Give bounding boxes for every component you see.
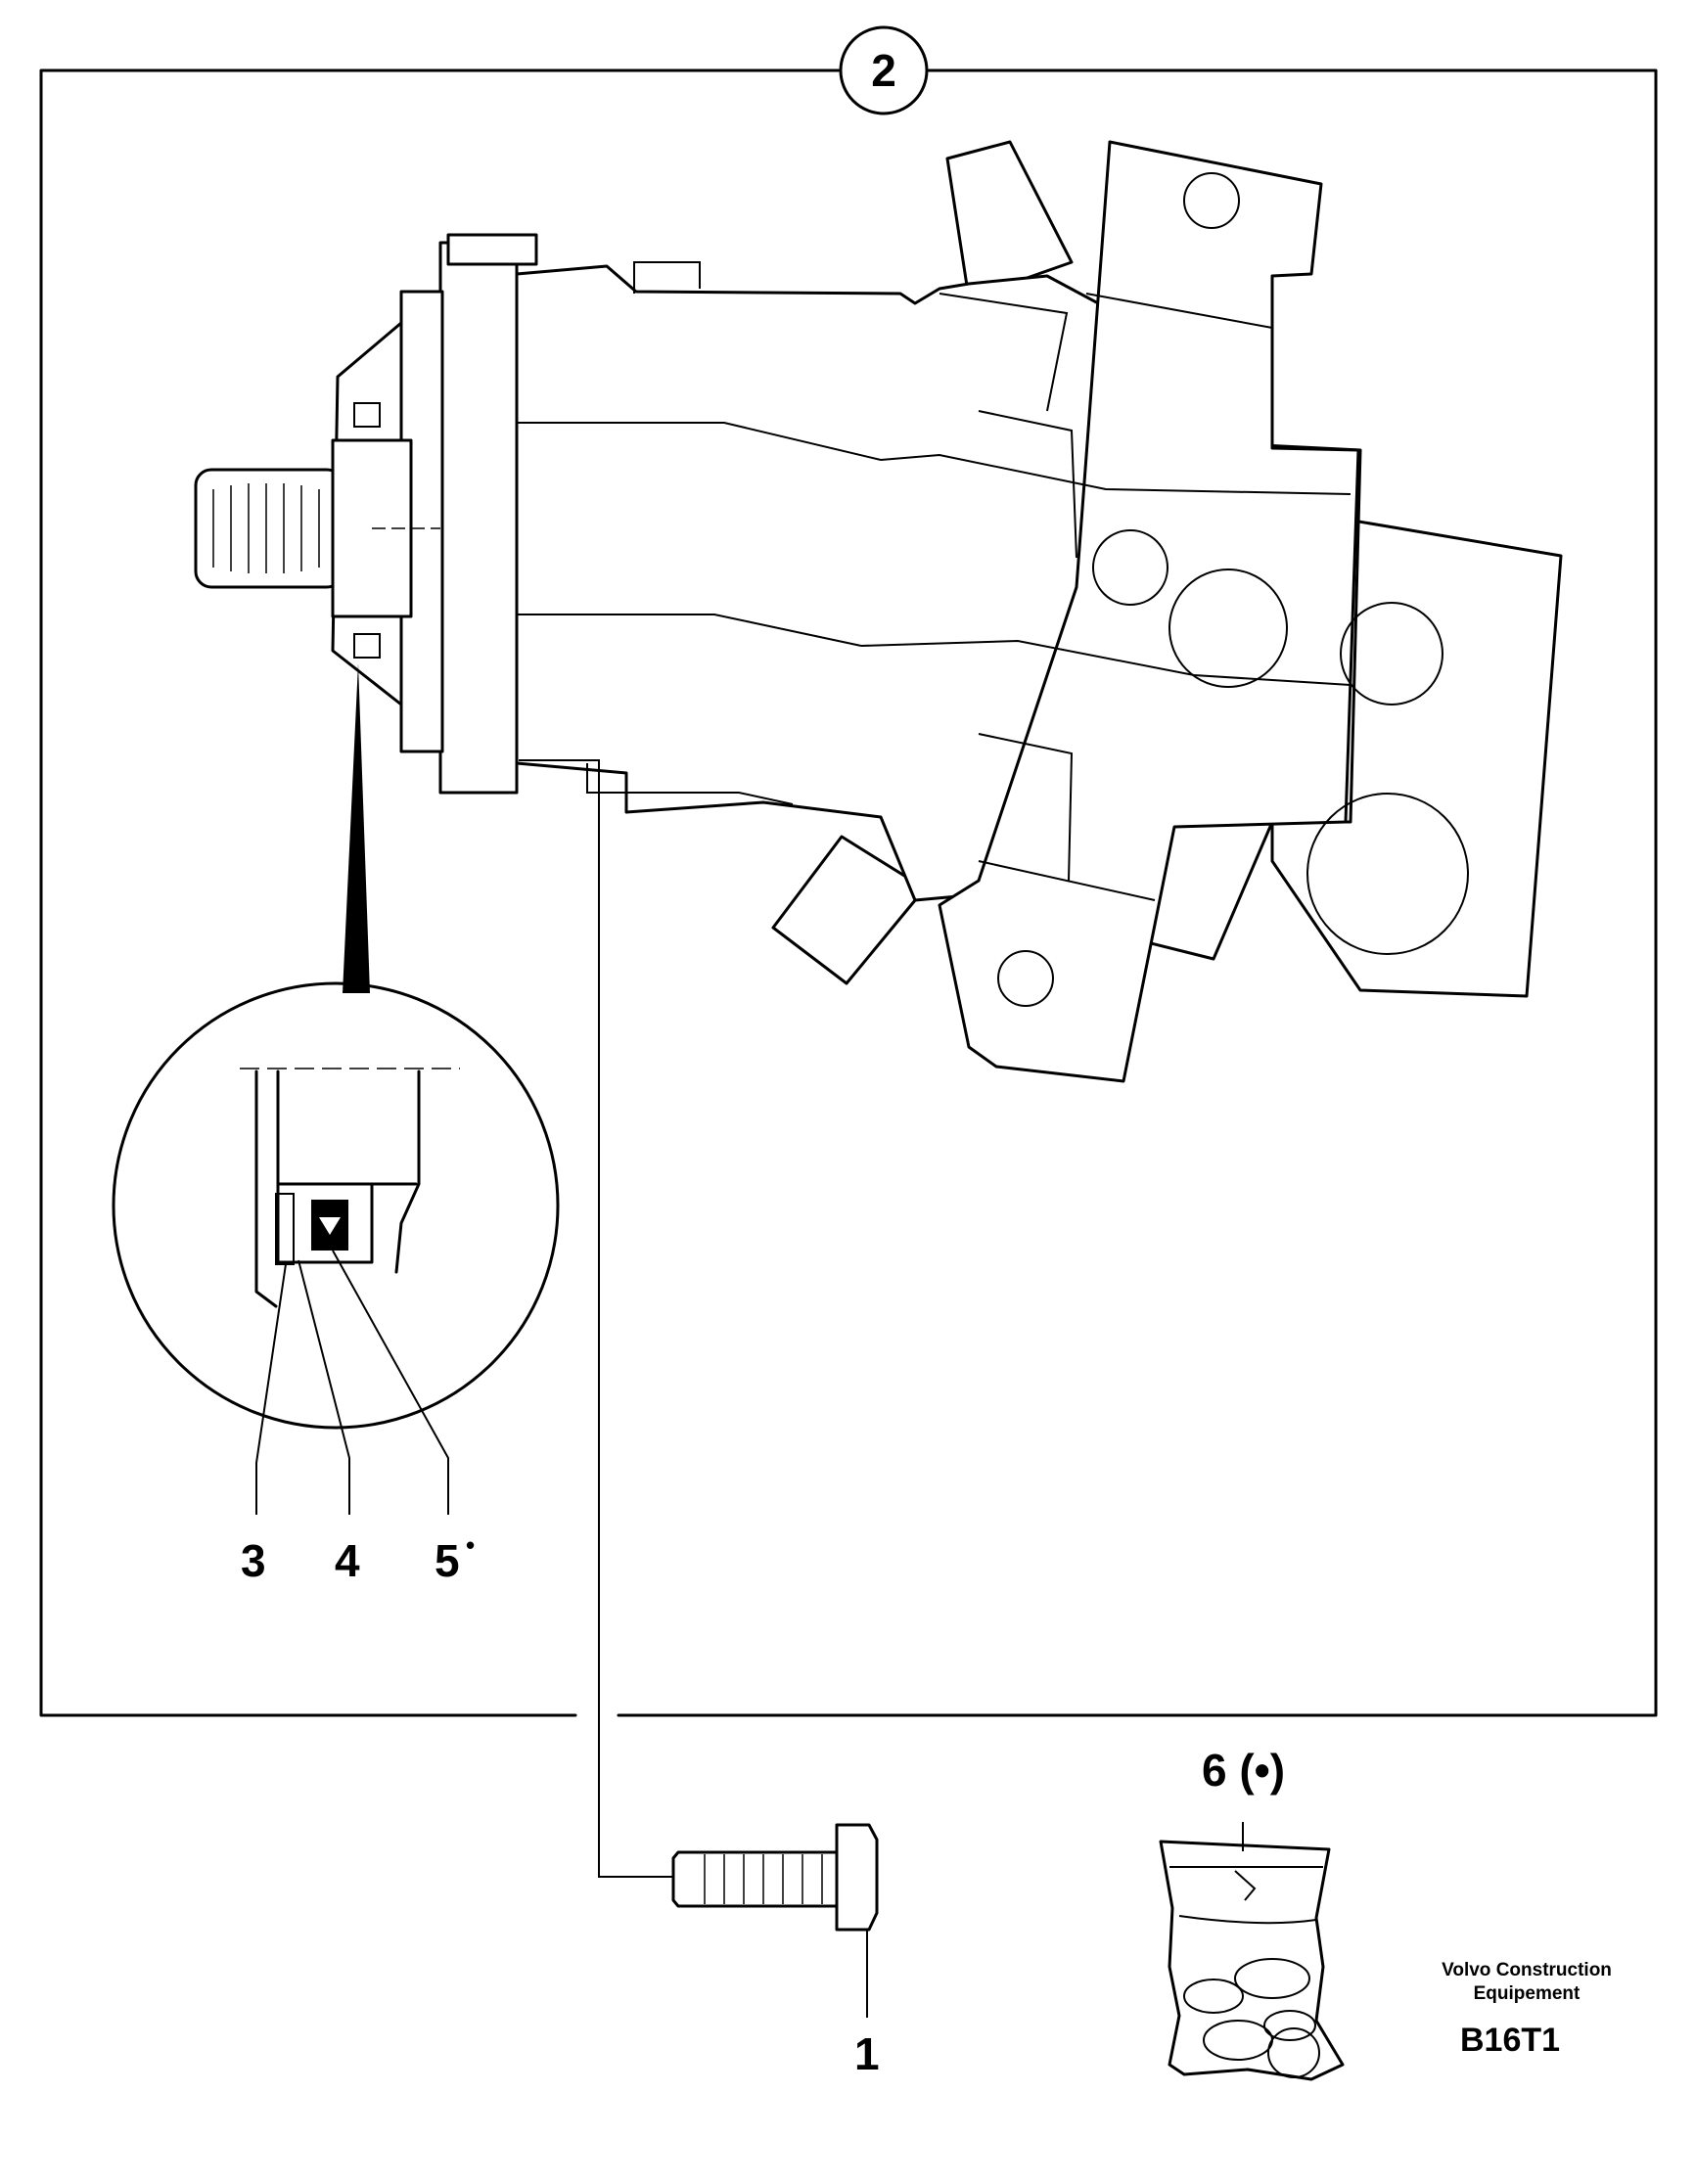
callout-3: 3 <box>241 1535 266 1586</box>
seal-detail-magnifier <box>112 981 560 1515</box>
callout-4: 4 <box>335 1535 360 1586</box>
publisher-credit: Volvo Construction Equipement <box>1419 1959 1634 2006</box>
hydraulic-motor-drawing <box>194 140 1563 1083</box>
callout-1: 1 <box>854 2028 880 2079</box>
assembly-callout-circle <box>839 25 929 115</box>
publisher-credit-line2: Equipement <box>1473 1982 1580 2004</box>
bolt-leader-line <box>519 759 675 1878</box>
callout-5-marker: • <box>466 1530 476 1560</box>
detail-pointer <box>343 663 370 993</box>
bolt-part-drawing <box>671 1823 879 2018</box>
callout-6-seal-kit: 6 (•) <box>1202 1745 1286 1796</box>
assembly-callout-label: 2 <box>871 45 896 96</box>
seal-kit-bag-drawing <box>1159 1822 1345 2081</box>
figure-code: B16T1 <box>1460 2022 1561 2059</box>
assembly-frame <box>39 25 1658 1717</box>
publisher-credit-line1: Volvo Construction <box>1442 1960 1612 1980</box>
callout-5: 5 <box>435 1535 460 1586</box>
